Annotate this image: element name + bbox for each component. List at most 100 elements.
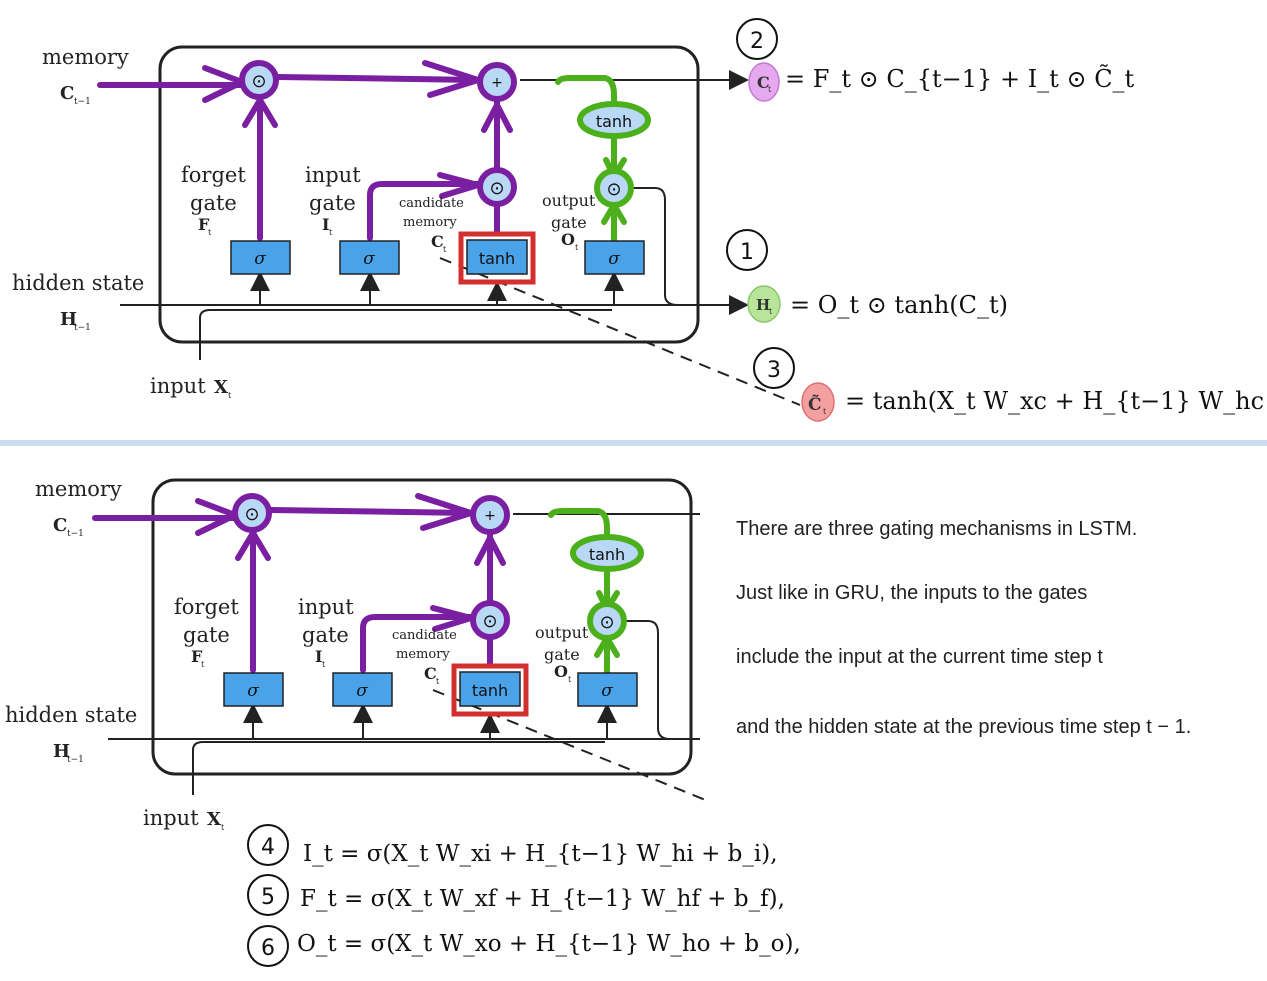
svg-text:t: t xyxy=(322,660,326,669)
svg-text:F: F xyxy=(198,215,210,234)
svg-text:C̃: C̃ xyxy=(808,395,822,415)
svg-text:memory: memory xyxy=(403,215,457,230)
svg-text:t: t xyxy=(823,407,827,416)
panel-bottom: σ σ σ tanh ⊙ + ⊙ ⊙ tanh memory C t−1 for… xyxy=(5,477,801,967)
svg-text:⊙: ⊙ xyxy=(599,612,614,633)
svg-text:2: 2 xyxy=(750,29,764,54)
svg-text:6: 6 xyxy=(261,936,275,961)
svg-text:t: t xyxy=(568,675,572,684)
candidate-label: candidate xyxy=(399,196,464,211)
svg-text:X: X xyxy=(214,377,228,398)
eq5-number-circle xyxy=(247,874,289,916)
svg-text:gate: gate xyxy=(544,645,580,664)
svg-text:gate: gate xyxy=(190,191,237,215)
eq2-lhs-badge xyxy=(748,62,780,102)
svg-text:output: output xyxy=(535,623,589,642)
svg-text:hidden state: hidden state xyxy=(5,703,137,727)
panel-top: σ σ σ tanh ⊙ + ⊙ ⊙ tanh memory C t−1 for… xyxy=(12,18,1267,422)
input-multiply-node xyxy=(477,167,517,207)
eq1-text: = O_t ⊙ tanh(C_t) xyxy=(790,291,1008,319)
svg-text:t−1: t−1 xyxy=(74,323,91,333)
eq6-text: O_t = σ(X_t W_xo + H_{t−1} W_ho + b_o), xyxy=(297,931,801,957)
h-out-line xyxy=(630,187,749,315)
forget-multiply-node xyxy=(239,60,279,100)
input-gate-sigma-box xyxy=(339,240,400,275)
svg-text:gate: gate xyxy=(309,191,356,215)
svg-text:t: t xyxy=(443,245,447,254)
output-gate-sigma-box xyxy=(584,240,645,275)
lstm-cell-box xyxy=(158,45,700,344)
input-gate-label: input xyxy=(305,163,361,187)
svg-text:t: t xyxy=(769,307,773,316)
svg-text:t: t xyxy=(228,391,232,400)
svg-text:C: C xyxy=(431,232,444,251)
eq2-number-circle xyxy=(736,18,778,60)
svg-text:⊙: ⊙ xyxy=(606,179,621,200)
forget-label: forget xyxy=(181,163,246,187)
svg-text:t: t xyxy=(329,228,333,237)
svg-text:X: X xyxy=(207,809,221,830)
svg-text:candidate: candidate xyxy=(392,628,457,643)
section-divider xyxy=(0,440,1267,446)
svg-text:gate: gate xyxy=(302,623,349,647)
svg-text:C: C xyxy=(53,515,67,536)
svg-text:input: input xyxy=(143,806,199,830)
svg-text:5: 5 xyxy=(261,885,275,910)
h-prev-label: H xyxy=(60,309,77,330)
output-gate-label: output xyxy=(542,191,596,210)
svg-text:4: 4 xyxy=(261,835,275,860)
svg-text:C: C xyxy=(757,73,770,92)
svg-text:⊙: ⊙ xyxy=(251,71,266,92)
svg-text:I: I xyxy=(322,215,329,234)
svg-text:gate: gate xyxy=(551,213,587,232)
eq5-text: F_t = σ(X_t W_xf + H_{t−1} W_hf + b_f), xyxy=(300,886,785,912)
eq1-number-circle xyxy=(726,229,768,271)
eq3-number-circle xyxy=(753,347,795,389)
svg-text:t: t xyxy=(575,243,579,252)
eq4-text: I_t = σ(X_t W_xi + H_{t−1} W_hi + b_i), xyxy=(303,841,778,867)
svg-text:1: 1 xyxy=(740,240,754,265)
input-line xyxy=(199,309,612,360)
svg-text:O: O xyxy=(554,662,568,681)
eq1-lhs-badge xyxy=(747,285,781,323)
candidate-tanh-highlight xyxy=(458,231,536,285)
memory-add-node xyxy=(477,62,517,102)
svg-text:memory: memory xyxy=(396,647,450,662)
eq3-text: = tanh(X_t W_xc + H_{t−1} W_hc + b_c) xyxy=(845,387,1267,415)
svg-text:σ: σ xyxy=(356,681,368,701)
svg-text:tanh: tanh xyxy=(589,545,625,564)
svg-text:F: F xyxy=(191,647,203,666)
candidate-tanh-label: tanh xyxy=(479,249,515,268)
input-gate-sigma: σ xyxy=(363,249,375,269)
svg-text:+: + xyxy=(484,508,496,524)
svg-text:gate: gate xyxy=(183,623,230,647)
svg-text:σ: σ xyxy=(247,681,259,701)
output-multiply-node xyxy=(594,168,634,208)
svg-text:tanh: tanh xyxy=(596,112,632,131)
svg-text:t: t xyxy=(221,823,225,832)
svg-text:O: O xyxy=(561,230,575,249)
svg-text:memory: memory xyxy=(35,477,122,501)
svg-text:input: input xyxy=(298,595,354,619)
svg-text:I: I xyxy=(315,647,322,666)
svg-text:t: t xyxy=(436,677,440,686)
svg-text:t: t xyxy=(208,228,212,237)
eq3-lhs-badge xyxy=(801,382,835,422)
svg-text:t−1: t−1 xyxy=(67,755,84,765)
svg-text:tanh: tanh xyxy=(472,681,508,700)
svg-text:t−1: t−1 xyxy=(67,529,84,539)
note-line-1: There are three gating mechanisms in LST… xyxy=(736,518,1138,540)
svg-text:σ: σ xyxy=(601,681,613,701)
svg-text:H: H xyxy=(53,741,70,762)
svg-text:⊙: ⊙ xyxy=(489,178,504,199)
svg-text:H: H xyxy=(756,296,770,314)
eq4-number-circle xyxy=(247,824,289,866)
lstm-cell-box-2 xyxy=(151,478,693,776)
svg-text:forget: forget xyxy=(174,595,239,619)
note-line-4: and the hidden state at the previous tim… xyxy=(736,716,1192,738)
svg-text:⊙: ⊙ xyxy=(482,611,497,632)
svg-text:3: 3 xyxy=(767,358,781,383)
output-tanh-node xyxy=(577,101,651,139)
eq6-number-circle xyxy=(247,925,289,967)
